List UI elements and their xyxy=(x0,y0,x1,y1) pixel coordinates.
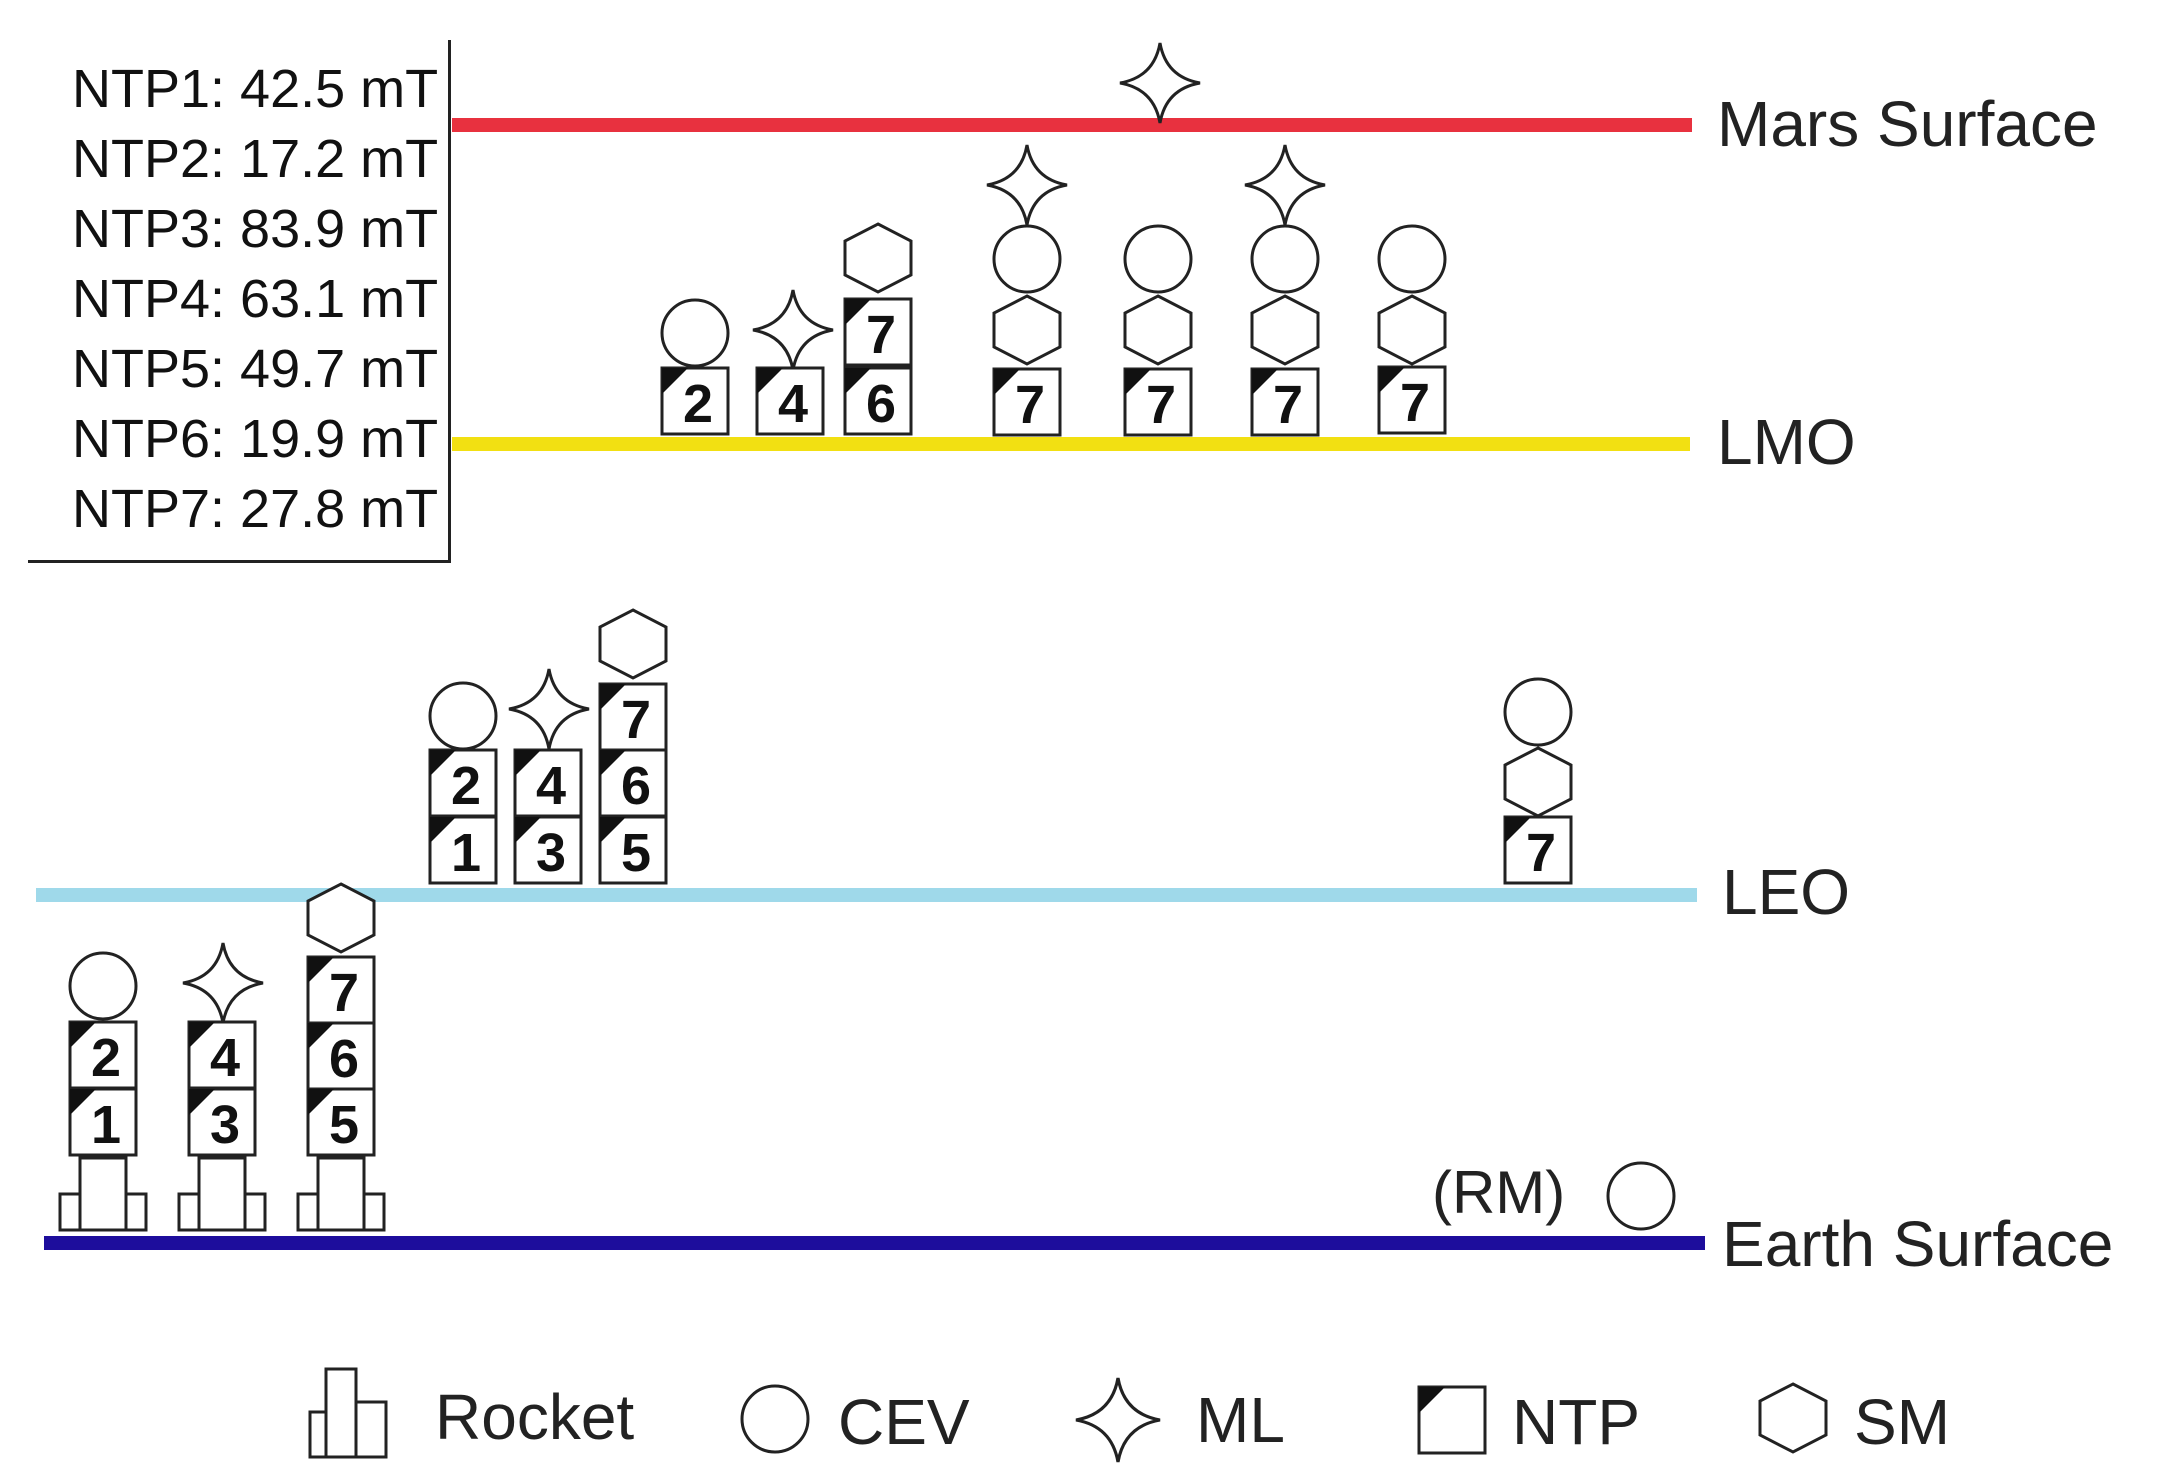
key-sm-icon xyxy=(1758,1382,1828,1454)
key-cev-label: CEV xyxy=(838,1386,970,1458)
sm-symbol xyxy=(992,294,1062,366)
key-sm-label: SM xyxy=(1854,1386,1950,1458)
sm-symbol xyxy=(1503,746,1573,818)
rm-label: (RM) xyxy=(1432,1159,1566,1226)
rocket-symbol xyxy=(58,1156,148,1232)
ntp-mass-line: NTP3: 83.9 mT xyxy=(72,199,439,259)
cev-symbol xyxy=(1250,224,1320,294)
key-cev-icon xyxy=(740,1384,810,1454)
ml-symbol xyxy=(181,941,265,1025)
ntp-number: 7 xyxy=(1526,823,1556,883)
cev-symbol xyxy=(428,681,498,751)
key-ml-icon xyxy=(1075,1377,1161,1463)
rocket-symbol xyxy=(177,1156,267,1232)
ntp-number: 1 xyxy=(91,1095,121,1155)
key-rocket-label: Rocket xyxy=(435,1381,635,1453)
ntp-number: 6 xyxy=(866,374,896,434)
key-rocket-icon xyxy=(308,1367,388,1459)
ntp-number: 4 xyxy=(210,1028,240,1088)
sm-symbol xyxy=(1377,294,1447,366)
ntp-mass-line: NTP5: 49.7 mT xyxy=(72,339,439,399)
ntp-number: 6 xyxy=(621,756,651,816)
ntp-number: 7 xyxy=(329,963,359,1023)
cev-symbol xyxy=(1503,677,1573,747)
ntp-mass-line: NTP1: 42.5 mT xyxy=(72,59,439,119)
sm-symbol xyxy=(1250,294,1320,366)
ntp-number: 1 xyxy=(451,823,481,883)
ntp-number: 2 xyxy=(451,756,481,816)
ntp-mass-line: NTP6: 19.9 mT xyxy=(72,409,439,469)
ntp-number: 2 xyxy=(683,374,713,434)
cev-symbol xyxy=(1377,224,1447,294)
lmo-label: LMO xyxy=(1717,406,1856,478)
ntp-number: 4 xyxy=(778,374,808,434)
ntp-mass-line: NTP7: 27.8 mT xyxy=(72,479,439,539)
ntp-number: 7 xyxy=(1015,375,1045,435)
ml-symbol xyxy=(751,288,835,372)
key-ntp-label: NTP xyxy=(1512,1386,1640,1458)
mars-surface-label: Mars Surface xyxy=(1717,88,2098,160)
ml-symbol xyxy=(507,667,591,751)
ntp-number: 3 xyxy=(210,1095,240,1155)
ntp-number: 5 xyxy=(329,1095,359,1155)
cev-symbol xyxy=(992,224,1062,294)
ntp-number: 7 xyxy=(1273,375,1303,435)
rm-cev-symbol xyxy=(1606,1161,1676,1231)
ml-symbol xyxy=(1243,143,1327,227)
ntp-number: 7 xyxy=(866,305,896,365)
sm-symbol xyxy=(843,222,913,294)
ntp-mass-legend: NTP1: 42.5 mT NTP2: 17.2 mT NTP3: 83.9 m… xyxy=(28,40,451,563)
ntp-number: 3 xyxy=(536,823,566,883)
ntp-number: 6 xyxy=(329,1029,359,1089)
key-ml-label: ML xyxy=(1196,1384,1285,1456)
ntp-number: 7 xyxy=(621,690,651,750)
ntp-number: 4 xyxy=(536,756,566,816)
ntp-number: 7 xyxy=(1400,373,1430,433)
cev-symbol xyxy=(1123,224,1193,294)
ml-symbol xyxy=(985,143,1069,227)
ntp-number: 7 xyxy=(1146,375,1176,435)
ntp-number: 5 xyxy=(621,823,651,883)
ntp-mass-line: NTP4: 63.1 mT xyxy=(72,269,439,329)
rocket-symbol xyxy=(296,1156,386,1232)
cev-symbol xyxy=(68,951,138,1021)
leo-label: LEO xyxy=(1722,856,1851,928)
key-ntp-icon xyxy=(1417,1385,1487,1455)
sm-symbol xyxy=(598,608,668,680)
cev-symbol xyxy=(660,298,730,368)
ntp-mass-line: NTP2: 17.2 mT xyxy=(72,129,439,189)
ml-symbol xyxy=(1118,41,1202,125)
earth-surface-label: Earth Surface xyxy=(1722,1208,2114,1280)
ntp-number: 2 xyxy=(91,1028,121,1088)
sm-symbol xyxy=(1123,294,1193,366)
